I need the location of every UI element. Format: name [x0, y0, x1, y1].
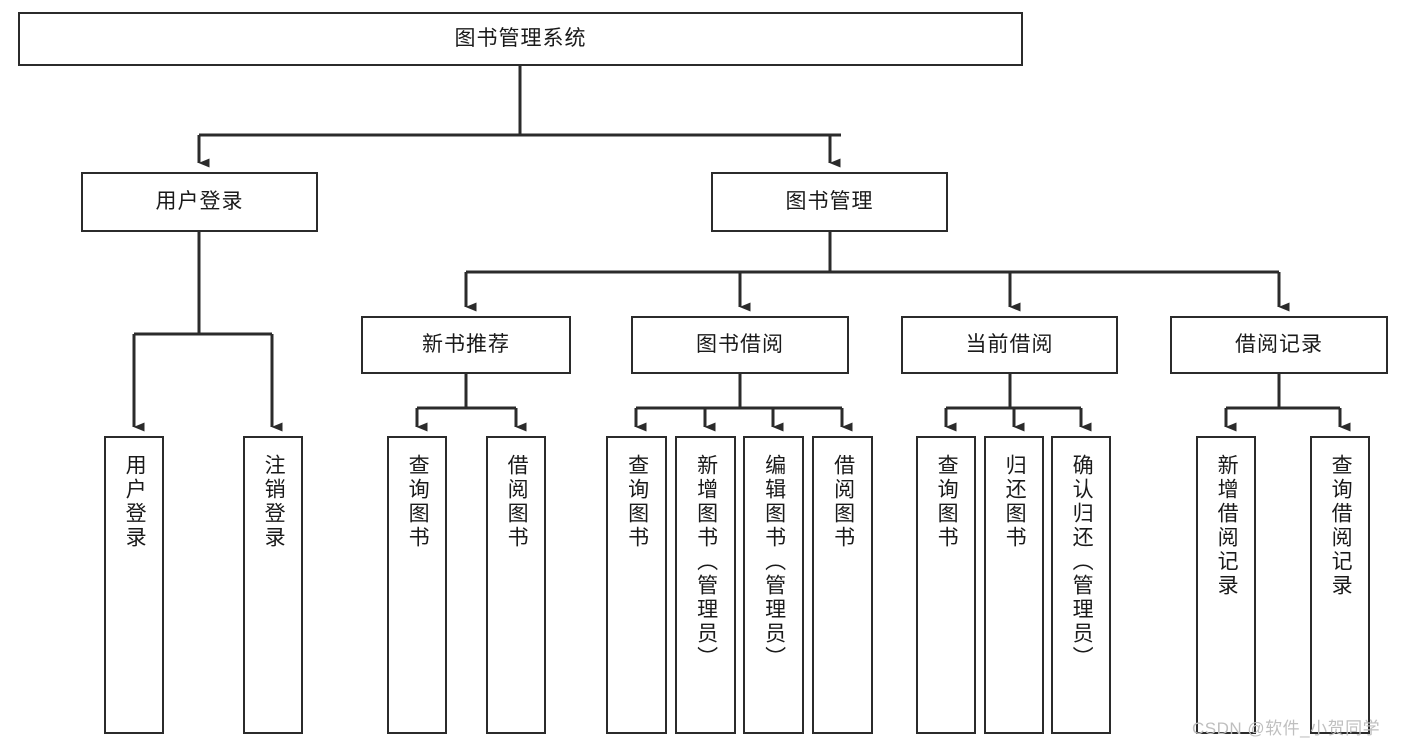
node-borrow-record-label: 借阅记录 [1235, 333, 1323, 357]
node-leaf-borrow-book-rec[interactable]: 借阅图书 [486, 436, 546, 734]
node-leaf-query-record-label: 查询借阅记录 [1329, 454, 1353, 598]
node-leaf-logout-label: 注销登录 [262, 454, 286, 550]
node-user-login-label: 用户登录 [155, 190, 244, 214]
node-leaf-edit-book[interactable]: 编辑图书（管理员） [743, 436, 804, 734]
node-leaf-add-record[interactable]: 新增借阅记录 [1196, 436, 1256, 734]
node-leaf-edit-book-label: 编辑图书（管理员） [762, 454, 786, 670]
node-current-borrow-label: 当前借阅 [965, 333, 1054, 357]
node-root-label: 图书管理系统 [454, 27, 587, 51]
node-leaf-borrow-book[interactable]: 借阅图书 [812, 436, 873, 734]
node-leaf-query-book-cur-label: 查询图书 [935, 454, 959, 550]
node-leaf-user-login-label: 用户登录 [123, 454, 147, 550]
connector-user-login-to-leaves [132, 232, 283, 432]
node-new-book-rec[interactable]: 新书推荐 [361, 316, 571, 374]
node-leaf-return-book[interactable]: 归还图书 [984, 436, 1044, 734]
node-new-book-rec-label: 新书推荐 [422, 333, 510, 357]
node-book-borrow[interactable]: 图书借阅 [631, 316, 849, 374]
node-book-borrow-label: 图书借阅 [696, 333, 784, 357]
node-leaf-query-book-borrow[interactable]: 查询图书 [606, 436, 667, 734]
node-leaf-query-book-cur[interactable]: 查询图书 [916, 436, 976, 734]
node-leaf-query-record[interactable]: 查询借阅记录 [1310, 436, 1370, 734]
node-leaf-return-book-label: 归还图书 [1003, 454, 1027, 550]
node-leaf-confirm-return-label: 确认归还（管理员） [1070, 454, 1094, 670]
node-leaf-query-book-rec-label: 查询图书 [406, 454, 430, 550]
connector-new-book-rec-to-leaves [415, 374, 527, 432]
node-leaf-borrow-book-label: 借阅图书 [831, 454, 855, 550]
node-leaf-add-book-label: 新增图书（管理员） [694, 454, 718, 670]
node-leaf-borrow-book-rec-label: 借阅图书 [505, 454, 529, 550]
node-leaf-add-book[interactable]: 新增图书（管理员） [675, 436, 736, 734]
node-leaf-query-book-rec[interactable]: 查询图书 [387, 436, 447, 734]
connector-current-borrow-to-leaves [944, 374, 1092, 432]
node-current-borrow[interactable]: 当前借阅 [901, 316, 1118, 374]
connector-book-manage-to-level3 [464, 232, 1290, 312]
connector-book-borrow-to-leaves [634, 374, 853, 432]
node-borrow-record[interactable]: 借阅记录 [1170, 316, 1388, 374]
node-book-manage-label: 图书管理 [785, 190, 874, 214]
node-book-manage[interactable]: 图书管理 [711, 172, 948, 232]
node-root[interactable]: 图书管理系统 [18, 12, 1023, 66]
node-user-login[interactable]: 用户登录 [81, 172, 318, 232]
connector-root-to-level2 [197, 66, 841, 168]
connector-borrow-record-to-leaves [1224, 374, 1351, 432]
node-leaf-logout[interactable]: 注销登录 [243, 436, 303, 734]
node-leaf-user-login[interactable]: 用户登录 [104, 436, 164, 734]
node-leaf-add-record-label: 新增借阅记录 [1215, 454, 1239, 598]
node-leaf-confirm-return[interactable]: 确认归还（管理员） [1051, 436, 1111, 734]
node-leaf-query-book-borrow-label: 查询图书 [625, 454, 649, 550]
